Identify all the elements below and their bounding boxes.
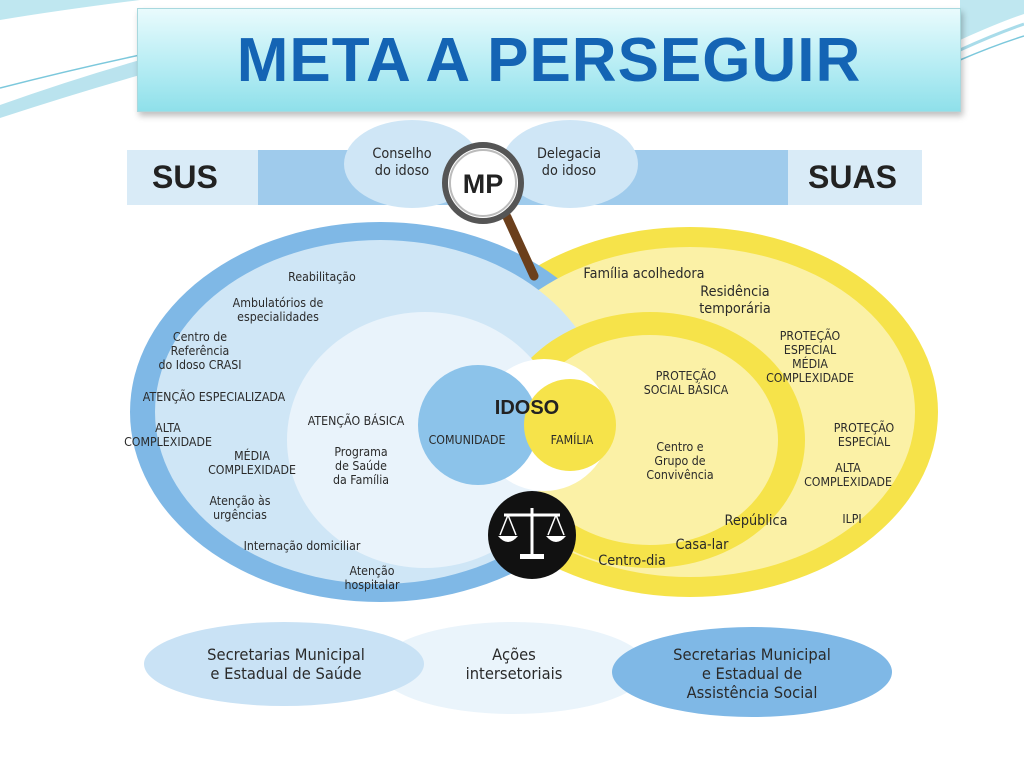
familia-acolhedora-label: Família acolhedora	[583, 266, 705, 282]
acoes-intersetoriais-label: Ações intersetoriais	[465, 645, 563, 683]
ambulatorios-label: Ambulatórios de especialidades	[232, 296, 324, 324]
ilpi-label: ILPI	[842, 512, 862, 526]
secretarias-assistencia-label: Secretarias Municipal e Estadual de Assi…	[673, 645, 831, 702]
acoes-ellipse	[378, 622, 648, 714]
delegacia-idoso-label: Delegacia do idoso	[537, 146, 601, 179]
protecao-especial-alta-label: PROTEÇÃO ESPECIAL	[833, 421, 895, 449]
residencia-temporaria-label: Residência temporária	[699, 284, 771, 317]
programa-saude-familia-label: Programa de Saúde da Família	[332, 445, 390, 487]
suas-label: SUAS	[808, 159, 897, 195]
sus-label: SUS	[152, 159, 218, 195]
internacao-label: Internação domiciliar	[243, 539, 361, 553]
media-complexidade-sus-label: MÉDIA COMPLEXIDADE	[208, 449, 296, 477]
casa-lar-label: Casa-lar	[675, 537, 729, 553]
saude-ellipse	[144, 622, 424, 706]
atencao-basica-label: ATENÇÃO BÁSICA	[307, 414, 405, 428]
familia-label: FAMÍLIA	[550, 433, 594, 447]
conselho-idoso-label: Conselho do idoso	[372, 146, 432, 179]
title-box: META A PERSEGUIR	[137, 8, 961, 112]
atencao-especializada-label: ATENÇÃO ESPECIALIZADA	[142, 390, 286, 404]
idoso-label: IDOSO	[494, 397, 560, 419]
urgencias-label: Atenção às urgências	[209, 494, 271, 522]
protecao-especial-media-label: PROTEÇÃO ESPECIAL MÉDIA COMPLEXIDADE	[766, 329, 854, 385]
scales-of-justice-icon	[488, 491, 576, 579]
delegacia-bubble	[502, 120, 638, 208]
slide-title: META A PERSEGUIR	[236, 25, 862, 95]
mp-label: MP	[462, 169, 504, 199]
comunidade-label: COMUNIDADE	[428, 433, 506, 447]
alta-complexidade-suas-label: ALTA COMPLEXIDADE	[804, 461, 892, 489]
secretarias-saude-label: Secretarias Municipal e Estadual de Saúd…	[207, 645, 365, 683]
hospitalar-label: Atenção hospitalar	[344, 564, 400, 592]
alta-complexidade-sus-label: ALTA COMPLEXIDADE	[124, 421, 212, 449]
crasi-label: Centro de Referência do Idoso CRASI	[158, 330, 242, 372]
magnifier-icon	[442, 142, 539, 281]
centro-grupo-convivencia-label: Centro e Grupo de Convivência	[646, 440, 714, 482]
comunidade-circle	[418, 365, 538, 485]
familia-circle	[524, 379, 616, 471]
assistencia-ellipse	[612, 627, 892, 717]
republica-label: República	[724, 513, 788, 529]
protecao-social-basica-label: PROTEÇÃO SOCIAL BÁSICA	[643, 369, 729, 397]
centro-dia-label: Centro-dia	[598, 553, 666, 569]
reabilitacao-label: Reabilitação	[288, 270, 356, 284]
